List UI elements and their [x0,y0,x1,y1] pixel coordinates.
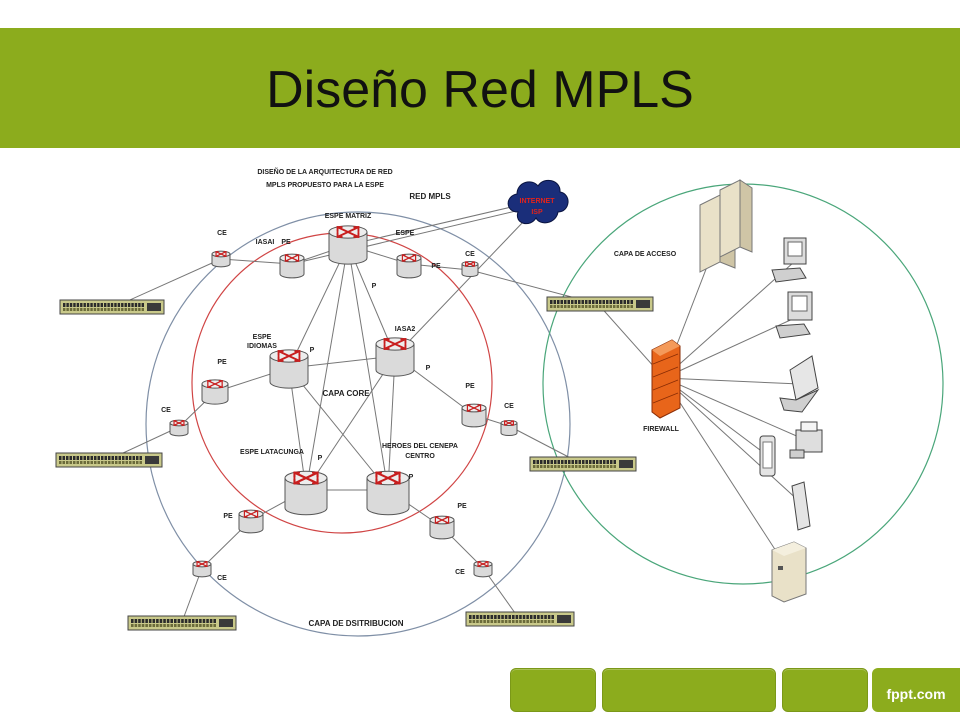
footer-brand: fppt.com [872,668,960,712]
ce-router-south-west [192,560,212,578]
switch-ne-east [546,296,654,312]
title-banner [0,28,960,148]
p-label: P [409,474,414,481]
desktop-computer-icon [775,291,813,339]
ce-router-north-west [211,250,231,268]
ce-router-east [500,419,518,437]
espe-pe-label: PE [431,263,441,270]
p-router-heroes-del-cenepa [366,470,410,516]
firewall-label: FIREWALL [643,426,679,433]
server-rack-icon [699,179,753,273]
mpls-network-diagram: INTERNET ISP [55,167,944,637]
footer-tab [782,668,868,712]
p-router-iasa2 [375,337,415,377]
pe-router-espe [396,253,422,279]
pe-router-southwest [238,509,264,534]
switch-south-west [127,615,237,631]
iasa2-label: IASA2 [395,326,416,333]
p-label: P [310,347,315,354]
p-router-espe-matriz [328,225,368,265]
capa-core-label: CAPA CORE [322,389,370,398]
espe-matriz-label: ESPE MATRIZ [325,213,372,220]
ce-router-north-east [461,260,479,278]
firewall-icon [651,339,681,419]
capa-distribucion-label: CAPA DE DSITRIBUCION [308,619,403,628]
p-router-espe-idiomas [269,349,309,389]
cloud-label-isp: ISP [531,209,543,216]
p-label: P [318,455,323,462]
internet-cloud-icon: INTERNET ISP [507,179,569,225]
printer-icon [789,421,823,459]
ce-label: CE [217,230,227,237]
ce-label: CE [161,407,171,414]
ce-label: CE [455,569,465,576]
desktop-computer-icon [771,237,807,283]
slide-title: Diseño Red MPLS [266,61,694,119]
distribution-layer-circle [145,211,571,637]
pe-label: PE [217,359,227,366]
diagram-heading-line2: MPLS PROPUESTO PARA LA ESPE [266,182,384,189]
espe-idiomas-label-1: ESPE [253,334,272,341]
capa-acceso-label: CAPA DE ACCESO [614,251,677,258]
switch-ne-west [59,299,165,315]
switch-west [55,452,163,468]
espe-idiomas-label-2: IDIOMAS [247,343,277,350]
ce-label: CE [504,403,514,410]
diagram-heading-line1: DISEÑO DE LA ARQUITECTURA DE RED [257,167,392,176]
pe-router-east [461,403,487,428]
switch-south-east [465,611,575,627]
ce-router-south-east [473,560,493,578]
ce-label: CE [465,251,475,258]
espe-latacunga-label: ESPE LATACUNGA [240,449,304,456]
pe-router-iasai [279,253,305,279]
smartphone-icon [759,435,776,477]
red-mpls-label: RED MPLS [409,192,451,201]
ce-label: CE [217,575,227,582]
tablet-icon [791,481,811,531]
pe-label: PE [223,513,233,520]
p-label: P [372,283,377,290]
iasai-pe-label: PE [281,239,291,246]
iasai-label: IASAI [256,239,275,246]
p-router-espe-latacunga [284,470,328,516]
pe-label: PE [457,503,467,510]
footer-tab [602,668,776,712]
espe-label: ESPE [396,230,415,237]
server-tower-icon [771,541,807,603]
pe-router-west [201,379,229,405]
footer-tab [510,668,596,712]
ce-router-west [169,419,189,437]
heroes-label-2: CENTRO [405,453,435,460]
pe-router-southeast [429,515,455,540]
cloud-label-internet: INTERNET [520,198,556,205]
switch-east [529,456,637,472]
heroes-label-1: HEROES DEL CENEPA [382,443,458,450]
laptop-icon [779,355,820,413]
p-label: P [426,365,431,372]
pe-label: PE [465,383,475,390]
